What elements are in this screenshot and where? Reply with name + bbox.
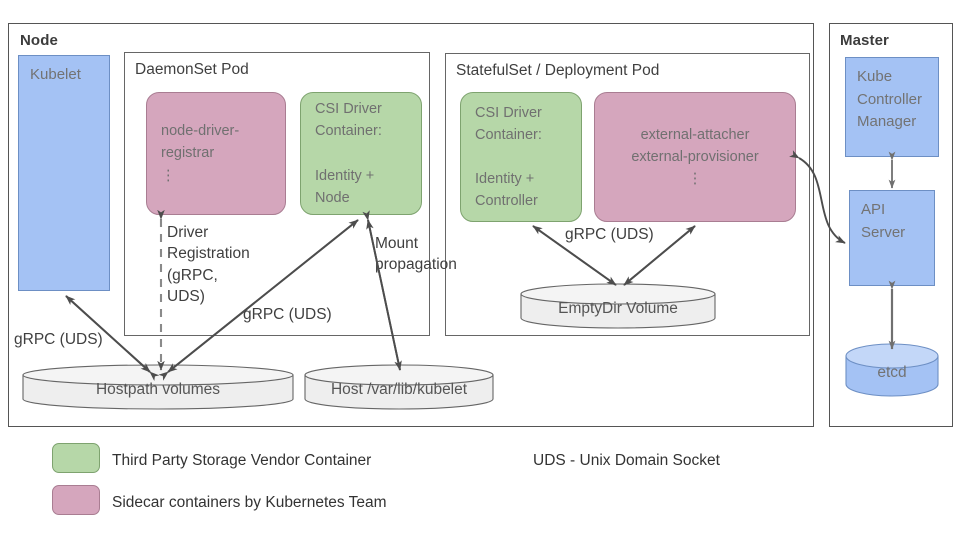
legend-swatch-sidecar	[52, 485, 100, 515]
driver-registration-label: Driver Registration (gRPC, UDS)	[167, 224, 250, 306]
host-var-lib-kubelet-cylinder[interactable]: Host /var/lib/kubelet	[304, 364, 494, 410]
csi-driver-controller-container[interactable]: CSI Driver Container: Identity + Control…	[460, 92, 582, 222]
csi-driver-node-container[interactable]: CSI Driver Container: Identity + Node	[300, 92, 422, 215]
external-sidecars-container[interactable]: external-attacher external-provisioner ⋮	[594, 92, 796, 222]
grpc-uds-controller-label: gRPC (UDS)	[565, 226, 654, 243]
api-server-box[interactable]: API Server	[849, 190, 935, 286]
hostpath-volumes-label: Hostpath volumes	[95, 381, 221, 398]
legend-label-sidecar: Sidecar containers by Kubernetes Team	[112, 494, 387, 511]
etcd-label: etcd	[877, 364, 907, 381]
statefulset-pod-title: StatefulSet / Deployment Pod	[456, 62, 660, 79]
master-region-title: Master	[840, 32, 889, 49]
emptydir-volume-label: EmptyDir Volume	[558, 300, 678, 317]
grpc-uds-kubelet-label: gRPC (UDS)	[14, 331, 103, 348]
legend-label-vendor: Third Party Storage Vendor Container	[112, 452, 372, 469]
mount-propagation-label: Mount propagation	[375, 235, 457, 274]
host-var-lib-kubelet-label: Host /var/lib/kubelet	[330, 381, 468, 398]
legend-note-uds: UDS - Unix Domain Socket	[533, 452, 720, 469]
grpc-uds-node-label: gRPC (UDS)	[243, 306, 332, 323]
emptydir-volume-cylinder[interactable]: EmptyDir Volume	[520, 283, 716, 329]
etcd-cylinder[interactable]: etcd	[845, 343, 939, 398]
node-driver-registrar-container[interactable]: node-driver- registrar ⋮	[146, 92, 286, 215]
legend-swatch-vendor	[52, 443, 100, 473]
kube-controller-manager-box[interactable]: Kube Controller Manager	[845, 57, 939, 157]
daemonset-pod-title: DaemonSet Pod	[135, 61, 249, 78]
hostpath-volumes-cylinder[interactable]: Hostpath volumes	[22, 364, 294, 410]
kubelet-box[interactable]: Kubelet	[18, 55, 110, 291]
node-region-title: Node	[20, 32, 58, 49]
